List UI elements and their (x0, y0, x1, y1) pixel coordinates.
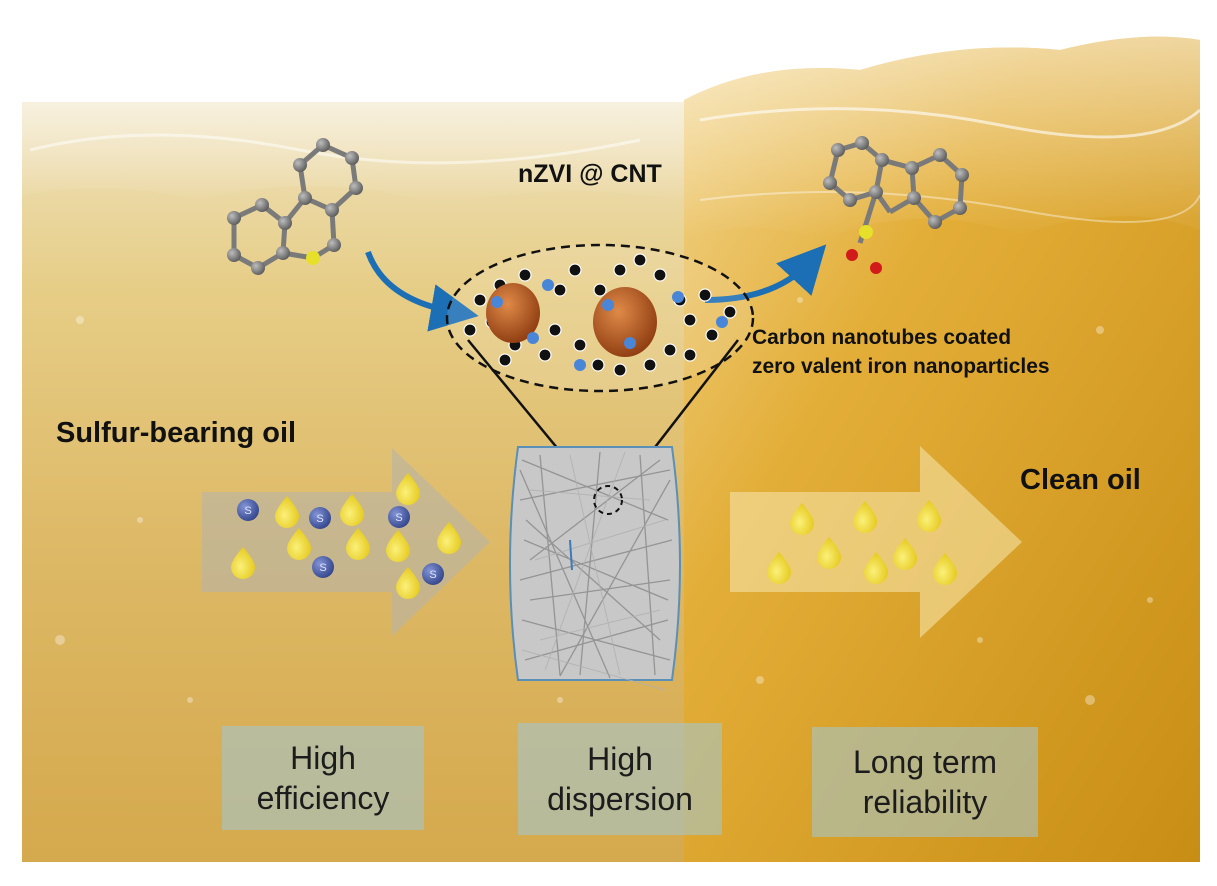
feature-line-2: dispersion (547, 781, 693, 817)
dibenzothiophene-molecule (227, 138, 363, 275)
oil-droplet (864, 552, 888, 584)
oil-droplet (346, 528, 370, 560)
sulfur-ball: S (237, 499, 259, 521)
material-caption: Carbon nanotubes coated zero valent iron… (752, 323, 1050, 381)
svg-text:S: S (316, 513, 323, 525)
feature-box-reliability: Long term reliability (812, 727, 1038, 837)
caption-line-2: zero valent iron nanoparticles (752, 355, 1050, 378)
caption-line-1: Carbon nanotubes coated (752, 326, 1012, 349)
oil-droplet (817, 537, 841, 569)
sulfur-ball: S (309, 507, 331, 529)
oil-droplet (853, 501, 877, 533)
oil-droplet (893, 538, 917, 570)
input-oil-label: Sulfur-bearing oil (56, 417, 297, 449)
oil-droplet (933, 553, 957, 585)
output-oil-label: Clean oil (1020, 464, 1141, 496)
svg-text:S: S (429, 569, 436, 581)
oil-droplets (231, 473, 957, 599)
oil-droplet (396, 567, 420, 599)
feature-line-1: High (290, 740, 356, 776)
material-title: nZVI @ CNT (518, 160, 662, 188)
oil-droplet (275, 496, 299, 528)
feature-box-efficiency: High efficiency (222, 726, 424, 830)
feature-box-dispersion: High dispersion (518, 723, 722, 835)
oil-droplet (287, 528, 311, 560)
nanotube-zoom-ellipse (445, 243, 755, 393)
oil-droplet (767, 552, 791, 584)
feature-line-2: efficiency (256, 780, 390, 816)
sulfur-compounds: S S S S S (237, 499, 444, 585)
input-curved-arrow (365, 250, 479, 332)
oil-droplet (437, 522, 461, 554)
oil-droplet (386, 530, 410, 562)
oil-droplet (396, 473, 420, 505)
oil-droplet (917, 500, 941, 532)
oil-droplet (790, 503, 814, 535)
cnt-column (509, 446, 681, 691)
sulfur-ball: S (388, 506, 410, 528)
feature-line-2: reliability (862, 784, 988, 820)
oil-droplet (231, 547, 255, 579)
feature-line-1: Long term (852, 744, 998, 780)
output-flow-arrow (730, 446, 1022, 638)
output-curved-arrow (704, 244, 827, 303)
svg-text:S: S (395, 512, 402, 524)
sulfone-molecule (823, 136, 969, 274)
feature-line-1: High (587, 741, 653, 777)
sulfur-ball: S (312, 556, 334, 578)
svg-text:S: S (319, 562, 326, 574)
svg-text:S: S (244, 505, 251, 517)
oil-droplet (340, 494, 364, 526)
sulfur-ball: S (422, 563, 444, 585)
